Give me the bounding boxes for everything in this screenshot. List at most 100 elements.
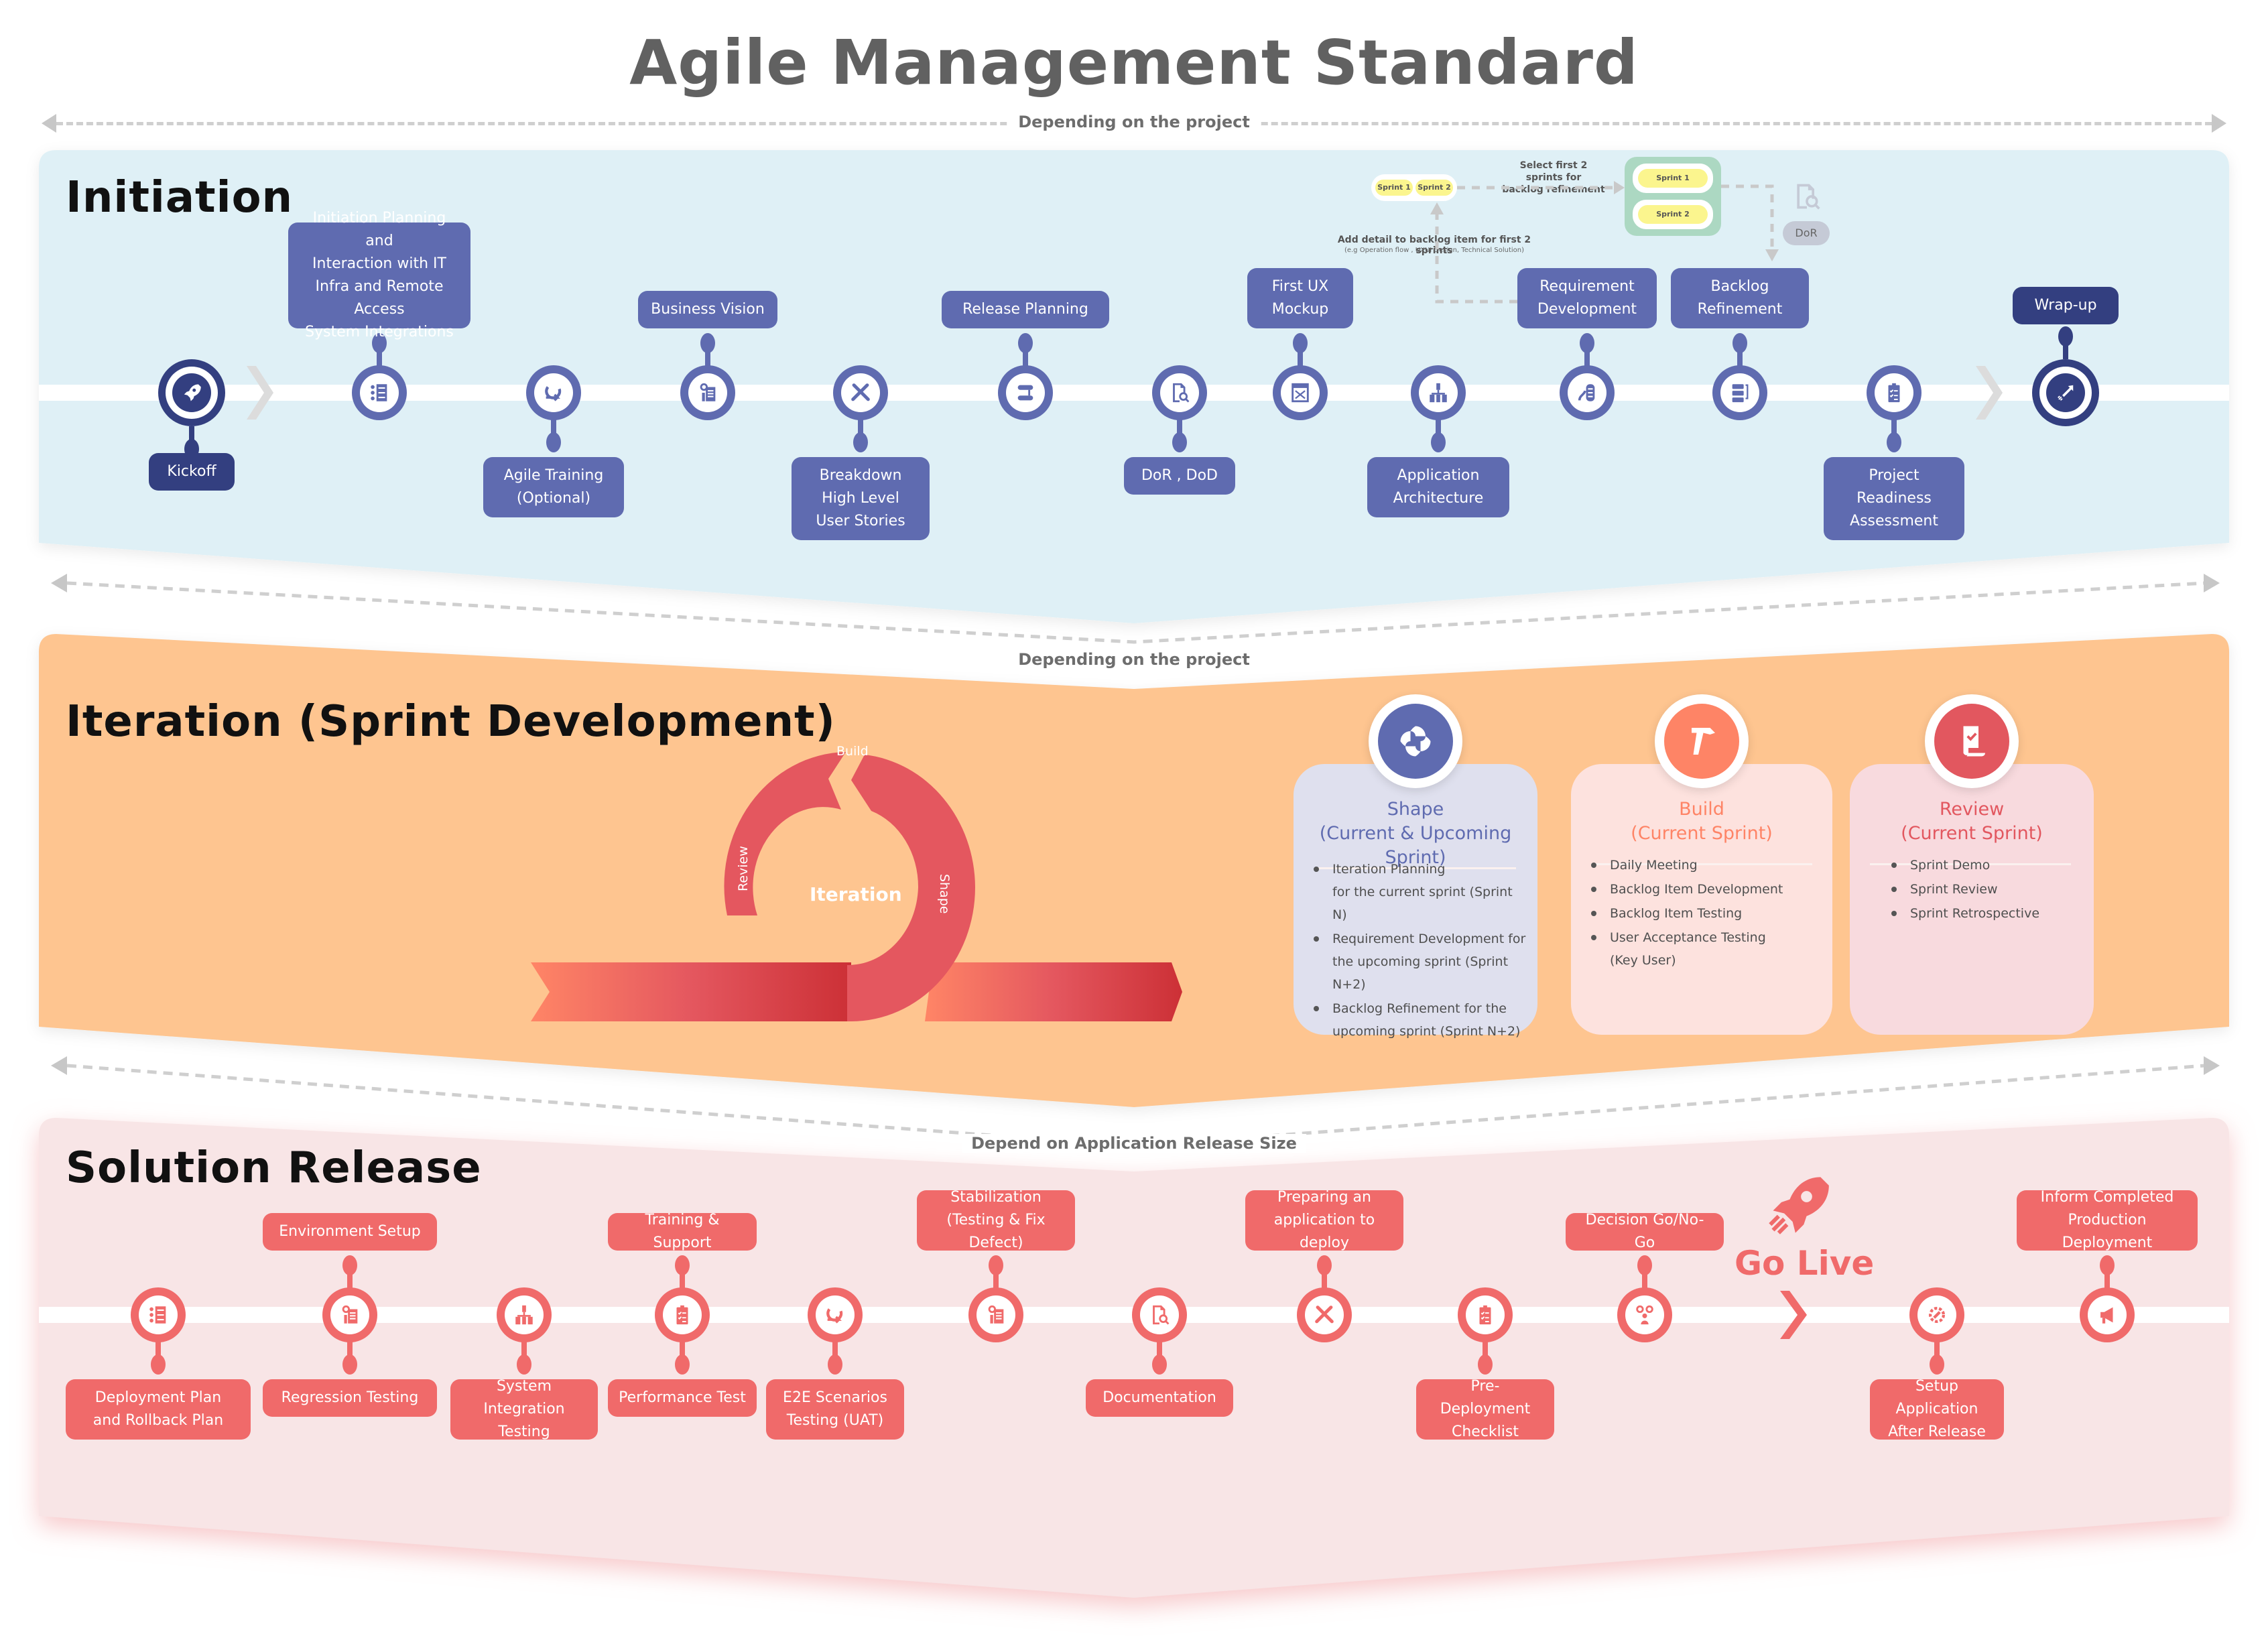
release-step-label[interactable]: Pre-Deployment Checklist — [1416, 1378, 1554, 1440]
rocket-launch-icon — [2058, 385, 2074, 401]
release-step-label[interactable]: Decision Go/No-Go — [1566, 1212, 1724, 1251]
initiation-step-label[interactable]: Application Architecture — [1367, 457, 1509, 517]
initiation-step-node[interactable] — [1152, 365, 1207, 420]
release-step-label[interactable]: Stabilization (Testing & Fix Defect) — [917, 1189, 1075, 1251]
release-step-node[interactable] — [1458, 1287, 1513, 1342]
release-step-node[interactable] — [497, 1287, 552, 1342]
release-step-label[interactable]: Setup Application After Release — [1870, 1378, 2004, 1440]
add-detail-subcaption: (e.g Operation flow , UXUI Design, Techn… — [1344, 247, 1525, 254]
release-step-node[interactable] — [655, 1287, 710, 1342]
release-step-label[interactable]: Deployment Plan and Rollback Plan — [66, 1379, 251, 1440]
phase-card-item: Backlog Item Development — [1590, 878, 1822, 901]
release-step-node[interactable] — [968, 1287, 1023, 1342]
release-step-label[interactable]: Regression Testing — [263, 1379, 437, 1417]
node-inner — [1917, 1295, 1956, 1334]
node-inner — [1305, 1295, 1344, 1334]
wireframe-icon — [1292, 383, 1309, 403]
release-step-label[interactable]: Preparing an application to deploy — [1245, 1189, 1403, 1251]
node-inner — [360, 373, 399, 412]
release-step-node[interactable] — [1297, 1287, 1352, 1342]
release-step-node[interactable] — [808, 1287, 863, 1342]
phase-card-item: Sprint Demo — [1890, 854, 2083, 877]
node-stem — [521, 1340, 527, 1363]
initiation-step-label[interactable]: Backlog Refinement — [1671, 268, 1809, 328]
release-step-label[interactable]: System Integration Testing — [450, 1378, 598, 1440]
clipboard-check-icon — [1479, 1305, 1491, 1325]
initiation-step-node[interactable] — [1411, 365, 1466, 420]
phase-badge-disc — [1664, 704, 1739, 779]
release-step-node[interactable] — [1617, 1287, 1672, 1342]
initiation-step-node[interactable] — [1560, 365, 1615, 420]
node-knob — [853, 432, 868, 452]
phase-card-list: Iteration Planning for the current sprin… — [1312, 858, 1527, 1044]
node-inner — [841, 373, 880, 412]
node-knob — [1580, 333, 1594, 353]
release-step-label[interactable]: Environment Setup — [263, 1213, 437, 1251]
initiation-step-label[interactable]: Project Readiness Assessment — [1824, 457, 1964, 540]
initiation-step-node[interactable] — [1867, 365, 1922, 420]
initiation-step-node[interactable] — [998, 365, 1053, 420]
node-inner — [1720, 373, 1759, 412]
timeline-chevron — [247, 366, 273, 422]
release-step-node[interactable] — [2080, 1287, 2135, 1342]
initiation-step-label[interactable]: Requirement Development — [1517, 268, 1657, 328]
node-inner — [976, 1295, 1015, 1334]
release-step-label[interactable]: Documentation — [1086, 1379, 1233, 1417]
node-inner — [1006, 373, 1045, 412]
node-inner — [1625, 1295, 1664, 1334]
span-label-bottom: Depend on Application Release Size — [962, 1134, 1306, 1153]
node-inner — [1568, 373, 1606, 412]
phase-card-divider — [1591, 863, 1812, 865]
initiation-step-node[interactable] — [680, 365, 735, 420]
sprint-pill: Sprint 2 — [1638, 205, 1708, 224]
go-live-chevron — [1780, 1291, 1807, 1339]
initiation-step-node[interactable] — [352, 365, 407, 420]
node-stem — [377, 344, 382, 367]
cycle-label-center: Iteration — [810, 883, 902, 905]
release-step-label[interactable]: E2E Scenarios Testing (UAT) — [766, 1379, 904, 1440]
node-knob — [1431, 432, 1446, 452]
node-stem — [1642, 1267, 1647, 1289]
initiation-step-label[interactable]: DoR , DoD — [1124, 457, 1235, 495]
initiation-step-node[interactable] — [1273, 365, 1328, 420]
release-step-label[interactable]: Training & Support — [608, 1212, 757, 1251]
hierarchy-icon — [515, 1305, 533, 1325]
cycle-icon — [545, 386, 562, 401]
initiation-step-node[interactable] — [526, 365, 581, 420]
release-step-node[interactable] — [322, 1287, 377, 1342]
node-inner — [688, 373, 727, 412]
node-stem — [347, 1267, 353, 1289]
release-step-label[interactable]: Performance Test — [608, 1379, 757, 1417]
node-stem — [1584, 344, 1590, 367]
node-stem — [858, 418, 863, 441]
kickoff-node[interactable] — [158, 359, 225, 426]
decision-icon — [1636, 1305, 1653, 1325]
release-step-label[interactable]: Inform Completed Production Deployment — [2017, 1189, 2198, 1251]
node-knob — [1478, 1354, 1493, 1375]
initiation-step-label[interactable]: Business Vision — [638, 291, 777, 328]
kickoff-label[interactable]: Kickoff — [149, 453, 235, 491]
wrapup-label[interactable]: Wrap-up — [2013, 287, 2119, 324]
initiation-step-label[interactable]: Agile Training (Optional) — [483, 457, 624, 517]
release-step-node[interactable] — [1132, 1287, 1187, 1342]
initiation-step-label[interactable]: Breakdown High Level User Stories — [792, 457, 930, 540]
phase-card-subtitle: (Current Sprint) — [1901, 823, 2043, 844]
wrapup-node[interactable] — [2032, 359, 2099, 426]
initiation-step-node[interactable] — [1712, 365, 1767, 420]
phase-card-title: Build(Current Sprint) — [1571, 798, 1832, 846]
tools-icon — [1315, 1306, 1334, 1324]
node-stem — [1483, 1340, 1488, 1363]
node-stem — [832, 1340, 838, 1363]
phase-badge-disc — [1378, 704, 1453, 779]
release-step-node[interactable] — [1909, 1287, 1964, 1342]
initiation-step-node[interactable] — [833, 365, 888, 420]
initiation-step-label[interactable]: First UX Mockup — [1247, 268, 1353, 328]
initiation-step-label[interactable]: Release Planning — [942, 291, 1109, 328]
phase-card-item: Backlog Refinement for the upcoming spri… — [1312, 997, 1527, 1043]
release-step-node[interactable] — [131, 1287, 186, 1342]
phase-card-item: Requirement Development for the upcoming… — [1312, 928, 1527, 996]
node-stem — [1436, 418, 1441, 441]
rocket-icon — [1769, 1177, 1829, 1234]
node-knob — [2058, 326, 2073, 346]
